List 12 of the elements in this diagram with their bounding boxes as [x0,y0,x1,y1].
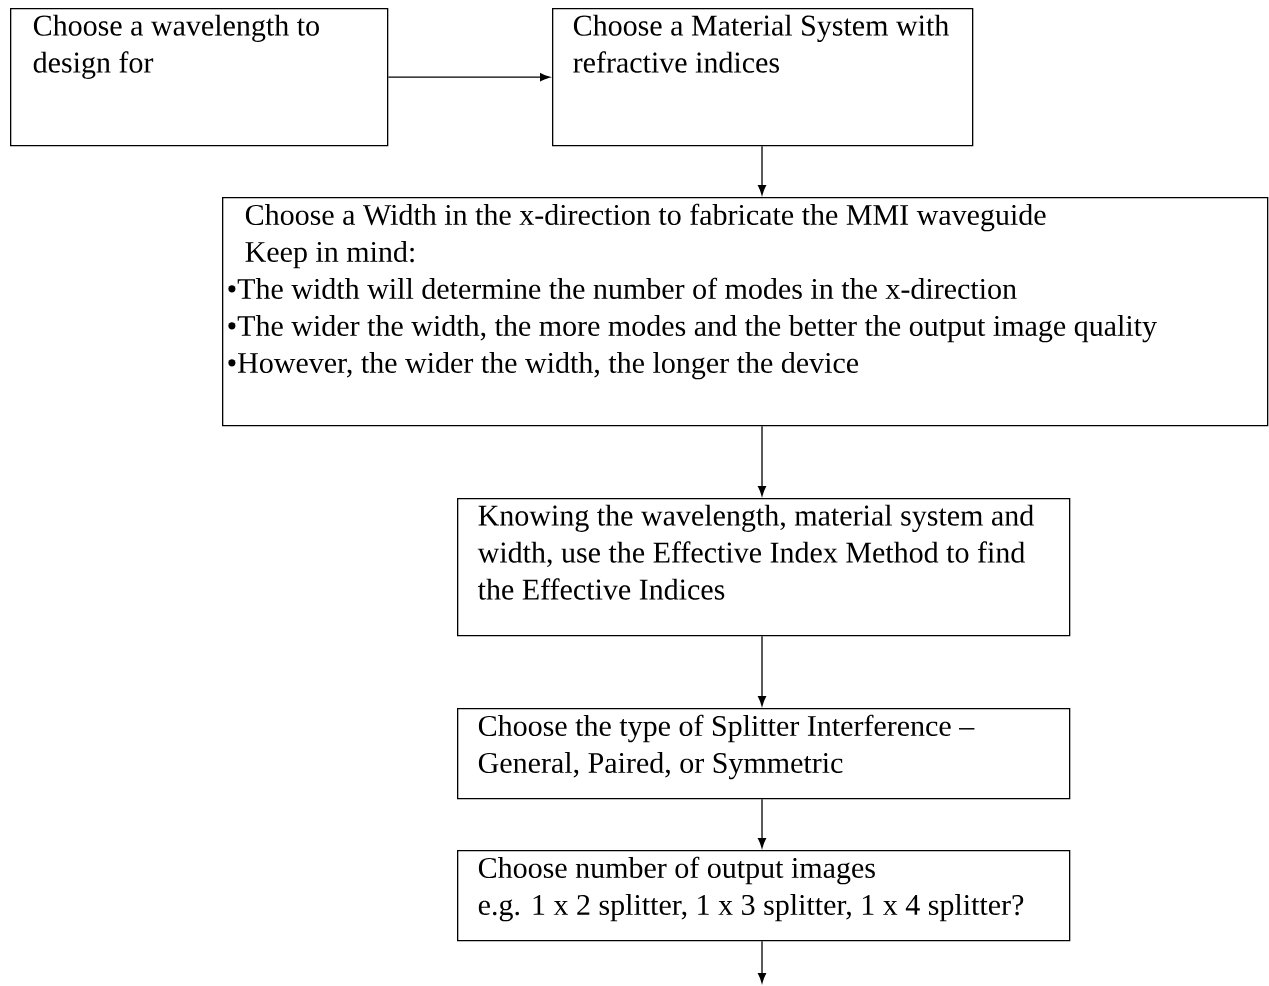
arrow [758,425,767,496]
process-box: Choose number of output images e.g. 1 x 2 splitter, 1 x 3 splitter, 1 x 4 splitter? [457,850,1071,942]
process-box: Knowing the wavelength, material system and width, use the Effective Index Method to find the Effective Indices [457,498,1071,637]
process-box: Choose a Width in the x-direction to fabricate the MMI waveguide Keep in mind: •The width will determine the number of modes in the x-direction •The wider the width, the more modes and the better the output image quality •However, the wider the width, the longer the device [222,197,1269,427]
process-box: Choose a wavelength to design for [10,8,389,147]
arrow [758,635,767,706]
process-box: Choose a Material System with refractive indices [552,8,974,147]
process-box: Choose the type of Splitter Interference – General, Paired, or Symmetric [457,708,1071,800]
arrow [758,798,767,848]
arrow [758,145,767,195]
arrow [758,940,767,983]
arrow [387,73,550,82]
